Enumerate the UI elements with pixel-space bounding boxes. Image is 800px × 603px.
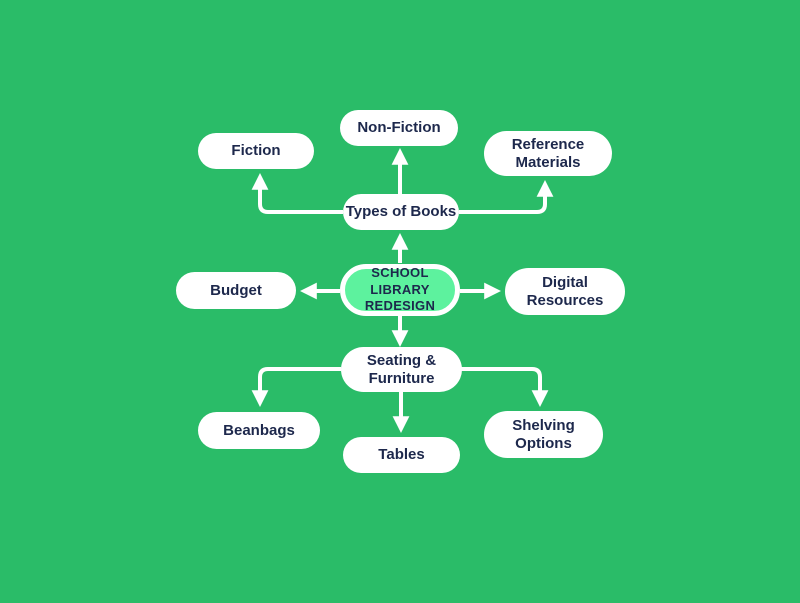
node-fiction[interactable]: Fiction: [198, 133, 314, 169]
connector-types-of-books-reference-materials: [459, 180, 554, 214]
node-beanbags[interactable]: Beanbags: [198, 412, 320, 449]
node-budget[interactable]: Budget: [176, 272, 296, 309]
node-seating-furniture[interactable]: Seating & Furniture: [341, 347, 462, 392]
connector-seating-furniture-shelving-options: [461, 367, 549, 407]
node-non-fiction[interactable]: Non-Fiction: [340, 110, 458, 146]
node-tables[interactable]: Tables: [343, 437, 460, 473]
node-types-of-books[interactable]: Types of Books: [343, 194, 459, 230]
node-shelving-options[interactable]: Shelving Options: [484, 411, 603, 458]
connector-seating-furniture-beanbags: [251, 367, 341, 407]
node-digital-resources[interactable]: Digital Resources: [505, 268, 625, 315]
connector-types-of-books-fiction: [251, 173, 343, 214]
node-reference-materials[interactable]: Reference Materials: [484, 131, 612, 176]
node-school-library-redesign[interactable]: SCHOOL LIBRARY REDESIGN: [340, 264, 460, 316]
